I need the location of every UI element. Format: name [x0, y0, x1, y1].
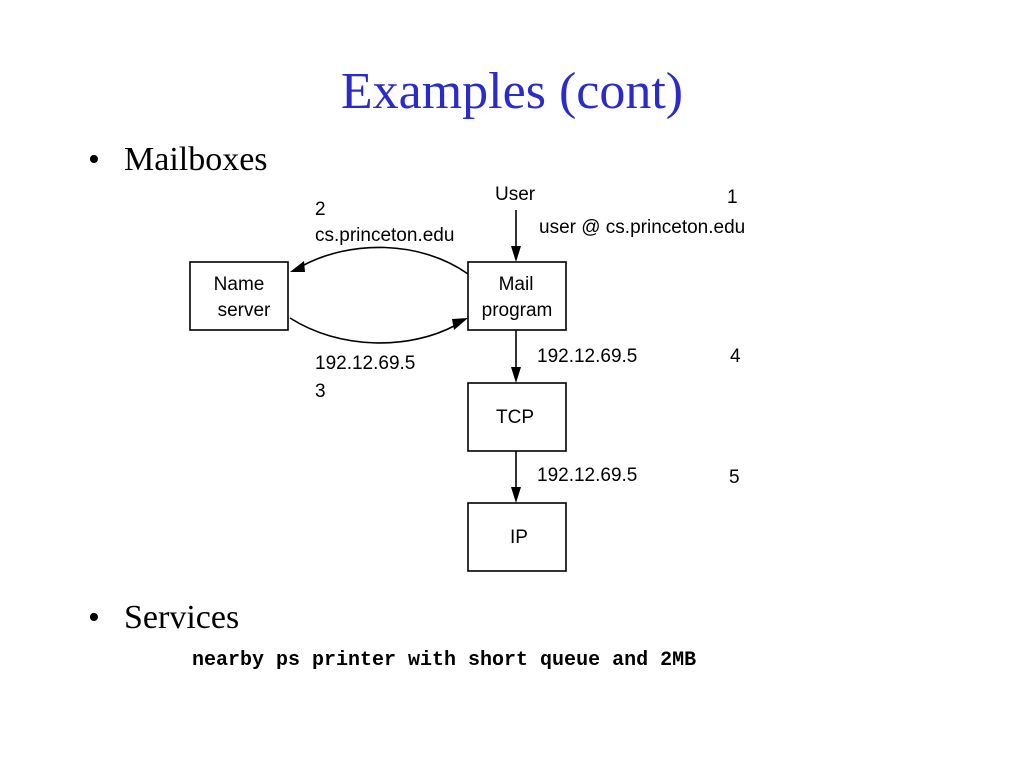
step-5-label: 5 — [729, 467, 740, 488]
bullet-label-services: Services — [124, 599, 240, 636]
ip-label: IP — [510, 527, 528, 548]
step-1-label: 1 — [727, 187, 738, 208]
bullet-services: • Services — [88, 598, 239, 638]
arrowhead-tcp-to-ip — [511, 487, 521, 503]
arrowhead-reply-to-mail — [452, 318, 468, 330]
name-server-label-line2: server — [218, 300, 271, 321]
bullet-symbol: • — [88, 599, 100, 636]
query-domain-label: cs.princeton.edu — [315, 225, 454, 246]
name-server-label-line1: Name — [214, 274, 265, 295]
mail-to-tcp-address-label: 192.12.69.5 — [537, 346, 637, 367]
tcp-to-ip-address-label: 192.12.69.5 — [537, 465, 637, 486]
arrowhead-query-to-name-server — [290, 261, 305, 272]
mail-program-label-line1: Mail — [499, 274, 534, 295]
step-2-label: 2 — [315, 199, 326, 220]
tcp-box — [467, 382, 567, 452]
step-3-label: 3 — [315, 381, 326, 402]
arrowhead-user-to-mail — [511, 246, 521, 262]
mail-program-box — [467, 261, 567, 331]
user-address-label: user @ cs.princeton.edu — [539, 217, 745, 238]
step-4-label: 4 — [730, 346, 741, 367]
bullet-label-mailboxes: Mailboxes — [124, 141, 268, 178]
bullet-mailboxes: • Mailboxes — [88, 140, 268, 180]
reply-address-label: 192.12.69.5 — [315, 353, 415, 374]
arrowhead-mail-to-tcp — [511, 367, 521, 383]
slide-title: Examples (cont) — [340, 63, 684, 120]
arrow-reply-to-mail — [289, 317, 457, 344]
tcp-label: TCP — [496, 407, 534, 428]
user-label: User — [495, 184, 536, 205]
bullet-symbol: • — [88, 141, 100, 178]
name-server-box — [189, 261, 289, 331]
services-command: nearby ps printer with short queue and 2… — [192, 649, 697, 672]
ip-box — [467, 502, 567, 572]
mail-program-label-line2: program — [482, 300, 553, 321]
arrow-query-to-name-server — [301, 246, 469, 275]
